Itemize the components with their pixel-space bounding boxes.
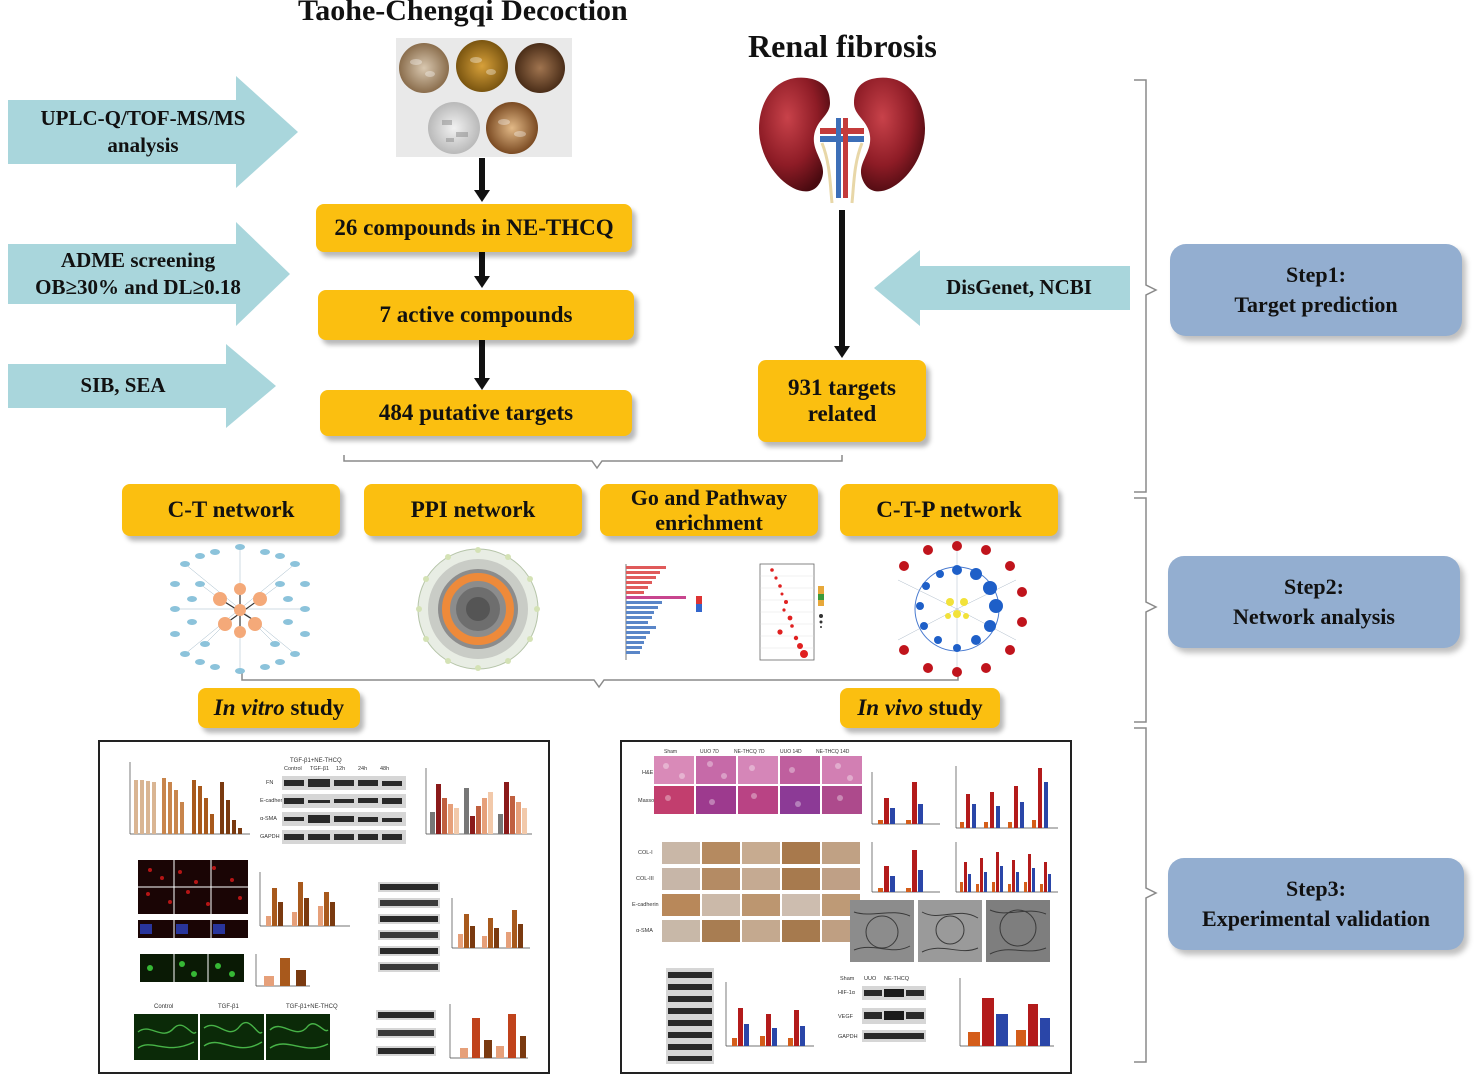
adme-arrow: ADME screening OB≥30% and DL≥0.18 — [8, 222, 290, 326]
vivo-he-row-0: H&E — [642, 770, 654, 776]
uplc-arrow: UPLC-Q/TOF-MS/MS analysis — [8, 76, 298, 188]
vivo-he-header-0: Sham — [664, 749, 677, 755]
step1-line2: Target prediction — [1234, 292, 1398, 317]
vivo-ihc-row-2: E-cadherin — [632, 902, 659, 908]
step1-line1: Step1: — [1286, 262, 1346, 288]
decoction-title: Taohe-Chengqi Decoction — [298, 0, 628, 27]
kidney-image — [752, 68, 932, 208]
ctp-network-label: C-T-P network — [876, 496, 1022, 522]
in-vivo-box: In vivo study — [840, 688, 1000, 728]
in-vivo-italic: In vivo — [857, 694, 924, 720]
vivo-blot-header-2: NE-THCQ — [884, 976, 910, 982]
vitro-blot-header-4: 48h — [380, 766, 389, 772]
go-pathway-line2: enrichment — [655, 510, 763, 535]
vivo-blot-row-0: HIF-1α — [838, 990, 856, 996]
vivo-he-header-2: NE-THCQ 7D — [734, 749, 765, 755]
vitro-blot-header-1: TGF-β1 — [310, 766, 329, 772]
active-compounds-box: 7 active compounds — [318, 290, 634, 340]
disgenet-arrow: DisGenet, NCBI — [874, 250, 1130, 326]
vivo-he-row-1: Masson — [638, 798, 657, 804]
in-vivo-rest: study — [923, 694, 983, 720]
step3-line2: Experimental validation — [1202, 906, 1430, 931]
vitro-image-label-2: TGF-β1+NE-THCQ — [286, 1004, 338, 1010]
vivo-blot-row-2: GAPDH — [838, 1034, 858, 1040]
related-targets-line2: related — [807, 401, 877, 426]
related-targets-box: 931 targets related — [758, 360, 926, 442]
ppi-network-box: PPI network — [364, 484, 582, 536]
putative-targets-box: 484 putative targets — [320, 390, 632, 436]
go-enrichment-graphic — [625, 564, 702, 660]
step2-line1: Step2: — [1284, 574, 1344, 600]
ct-network-label: C-T network — [167, 496, 295, 522]
uplc-arrow-line1: UPLC-Q/TOF-MS/MS — [40, 105, 246, 130]
ctp-network-box: C-T-P network — [840, 484, 1058, 536]
sib-sea-arrow: SIB, SEA — [8, 344, 276, 428]
in-vitro-rest: study — [284, 694, 345, 720]
step3-line1: Step3: — [1286, 876, 1346, 902]
adme-arrow-line2: OB≥30% and DL≥0.18 — [35, 275, 241, 299]
vivo-he-header-3: UUO 14D — [780, 749, 802, 755]
vivo-blot-row-1: VEGF — [838, 1014, 854, 1020]
fibrosis-title: Renal fibrosis — [748, 28, 937, 64]
go-pathway-line1: Go and Pathway — [630, 484, 788, 510]
in-vivo-figure: H&E Masson Sham UUO 7D NE-THCQ 7D UUO 14… — [632, 749, 1058, 1064]
ppi-network-label: PPI network — [410, 496, 536, 522]
vitro-blot-row-3: GAPDH — [260, 834, 280, 840]
in-vitro-panel: TGF-β1+NE-THCQ Control TGF-β1 12h 24h 48… — [98, 740, 550, 1074]
vivo-ihc-row-3: α-SMA — [636, 928, 653, 934]
vivo-blot-header-1: UUO — [864, 976, 877, 982]
in-vitro-box: In vitro study — [198, 688, 360, 728]
vitro-blot-header-top: TGF-β1+NE-THCQ — [290, 758, 342, 764]
disgenet-arrow-label: DisGenet, NCBI — [946, 275, 1092, 300]
vivo-ihc-row-1: COL-III — [636, 876, 654, 882]
vitro-blot-row-2: α-SMA — [260, 816, 277, 822]
adme-arrow-line1: ADME screening — [60, 247, 216, 272]
vivo-he-header-1: UUO 7D — [700, 749, 719, 755]
vitro-blot-row-0: FN — [266, 780, 273, 786]
active-compounds-label: 7 active compounds — [379, 301, 573, 327]
in-vivo-panel: H&E Masson Sham UUO 7D NE-THCQ 7D UUO 14… — [620, 740, 1072, 1074]
step2-box: Step2: Network analysis — [1168, 556, 1460, 648]
vitro-blot-header-2: 12h — [336, 766, 345, 772]
vitro-image-label-0: Control — [154, 1004, 173, 1010]
herb-image — [396, 38, 572, 157]
sib-sea-arrow-label: SIB, SEA — [80, 373, 166, 398]
uplc-arrow-line2: analysis — [107, 133, 179, 157]
compounds-box: 26 compounds in NE-THCQ — [316, 204, 632, 252]
pathway-dot-graphic — [759, 563, 824, 661]
vivo-blot-header-0: Sham — [840, 976, 855, 982]
vitro-blot-header-3: 24h — [358, 766, 367, 772]
compounds-label: 26 compounds in NE-THCQ — [334, 214, 614, 240]
vitro-blot-header-0: Control — [284, 766, 302, 772]
step3-box: Step3: Experimental validation — [1168, 858, 1464, 950]
step2-line2: Network analysis — [1233, 604, 1395, 629]
step1-box: Step1: Target prediction — [1170, 244, 1462, 336]
vitro-image-label-1: TGF-β1 — [218, 1004, 239, 1010]
go-pathway-box: Go and Pathway enrichment — [600, 484, 818, 536]
vivo-ihc-row-0: COL-I — [638, 850, 653, 856]
related-targets-line1: 931 targets — [788, 374, 896, 400]
ctp-network-graphic — [897, 541, 1027, 677]
in-vitro-italic: In vitro — [213, 694, 285, 720]
ct-network-box: C-T network — [122, 484, 340, 536]
ct-network-graphic — [170, 544, 310, 674]
ppi-network-graphic — [416, 547, 540, 671]
vitro-blot-row-1: E-cadherin — [260, 798, 287, 804]
in-vitro-figure: TGF-β1+NE-THCQ Control TGF-β1 12h 24h 48… — [129, 758, 532, 1060]
putative-targets-label: 484 putative targets — [378, 399, 574, 425]
vivo-he-header-4: NE-THCQ 14D — [816, 749, 850, 755]
